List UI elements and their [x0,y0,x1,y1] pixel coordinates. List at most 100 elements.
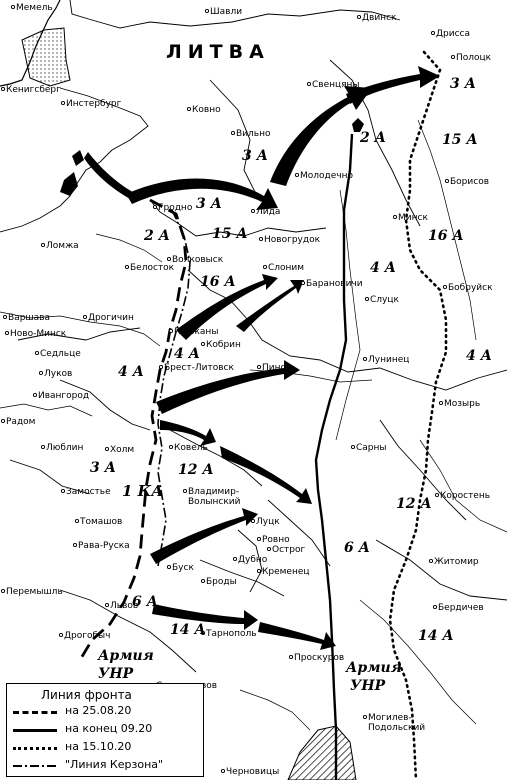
city-label-pruzhany: Пружаны [174,327,218,337]
city-label-drogichin: Дрогичин [88,313,134,323]
city-label-korosten: Коростень [440,491,490,501]
city-marker-luninets [362,356,368,362]
city-label-lukov: Луков [44,369,72,379]
city-marker-baranovichi [300,280,306,286]
city-label-borisov: Борисов [450,177,489,187]
city-label-ivangorod: Ивангород [38,391,89,401]
front-line-15-10-20 [388,50,448,780]
city-marker-lomzha [40,242,46,248]
city-marker-sventsiany [306,81,312,87]
city-marker-memel [10,4,16,10]
city-label-kenigsberg: Кенигсберг [6,85,61,95]
arrow-tarnopol-proskurov [258,622,336,650]
legend-item-curzon-line: "Линия Керзона" [13,758,201,774]
city-marker-belostok [124,264,130,270]
city-marker-chernovitsy [220,768,226,774]
army-label-15a-east: 15 А [442,132,478,148]
city-label-proskurov: Проскуров [294,653,344,663]
army-label-4a-mid: 4 А [174,346,200,362]
legend-label: "Линия Керзона" [65,758,164,771]
city-label-mozyr: Мозырь [444,399,480,409]
unit-marker-west [60,172,78,196]
arrow-pruzhany-slonim [176,274,278,340]
city-label-belostok: Белосток [130,263,175,273]
city-label-minsk: Минск [398,213,428,223]
city-label-ostrog: Острог [272,545,305,555]
city-label-brody: Броды [206,577,237,587]
city-label-holm: Холм [110,445,134,455]
city-marker-proskurov [288,654,294,660]
city-marker-tomashov [74,518,80,524]
city-marker-pruzhany [168,328,174,334]
city-marker-kenigsberg [0,86,6,92]
army-label-15a-mid: 15 А [212,226,248,242]
city-label-lublin: Люблин [46,443,83,453]
army-label-3a-north: 3 А [450,76,476,92]
city-marker-slonim [262,264,268,270]
city-label-zamoste: Замостье [66,487,111,497]
city-label-lomzha: Ломжа [46,241,79,251]
city-label-vilno: Вильно [236,129,271,139]
army-label-2a-east: 2 А [359,130,386,146]
army-label-16a-mid: 16 А [200,274,236,290]
city-marker-zamoste [60,488,66,494]
city-marker-kovno [186,106,192,112]
city-marker-sarny [350,444,356,450]
unit-marker-west-2 [72,150,84,166]
city-marker-polotsk [450,54,456,60]
army-label-4a-west: 4 А [118,364,144,380]
arrow-sventsiany-polotsk [346,66,440,104]
army-label-12a-east: 12 А [396,496,432,512]
city-marker-ivangorod [32,392,38,398]
city-label-novogrudok: Новогрудок [264,235,321,245]
city-label-tomashov: Томашов [79,517,122,527]
lake-marker [352,118,364,132]
army-label-unr-west-2: УНР [98,666,134,682]
city-marker-lukov [38,370,44,376]
city-marker-kovel [168,444,174,450]
city-label-radom: Радом [6,417,35,427]
arrow-vladimir-lutsk [150,508,258,564]
city-label-chernovitsy: Черновицы [226,767,279,777]
city-marker-dvinsk [356,14,362,20]
city-marker-vilno [230,130,236,136]
arrow-brest-pinsk [156,360,300,414]
city-label-mogilev-podolskii: Могилев-Подольский [368,713,425,733]
legend-label: на конец 09.20 [65,722,153,735]
arrow-grodno-lida [126,178,278,210]
city-label-drissa: Дрисса [436,29,470,39]
city-marker-kremenets [256,568,262,574]
city-label-novo-minsk: Ново-Минск [10,329,67,339]
city-label-insterburg: Инстербург [66,99,122,109]
army-label-14a-east: 14 А [418,628,454,644]
city-label-baranovichi: Барановичи [306,279,363,289]
city-label-dubno: Дубно [238,555,268,565]
city-marker-sedlets [34,350,40,356]
city-label-slutsk: Слуцк [370,295,399,305]
city-marker-rava-russkaya [72,542,78,548]
legend: Линия фронта на 25.08.20 на конец 09.20 … [6,683,204,777]
city-label-peremyshl: Перемышль [6,587,63,597]
front-line-25-08-20 [78,198,188,661]
city-label-bobruisk: Бобруйск [448,283,493,293]
city-label-zhitomir: Житомир [434,557,479,567]
front-line-end-09-20 [314,133,354,780]
city-marker-brest [158,364,164,370]
city-label-memel: Мемель [16,3,53,13]
city-marker-rovno [256,536,262,542]
city-marker-shavli [204,8,210,14]
city-marker-korosten [434,492,440,498]
arrow-lvov-tarnopol [152,604,258,630]
city-marker-lutsk [250,518,256,524]
city-marker-drogobych [58,632,64,638]
arrow-volkovysk-baranovichi [236,280,304,332]
city-label-molodechno: Молодечно [300,171,353,181]
city-label-rava-russkaya: Рава-Руска [78,541,130,551]
arrow-brest-kovel [160,420,216,446]
arrow-vilno-sventsiany [270,86,372,186]
army-label-14a-west: 14 А [170,622,206,638]
